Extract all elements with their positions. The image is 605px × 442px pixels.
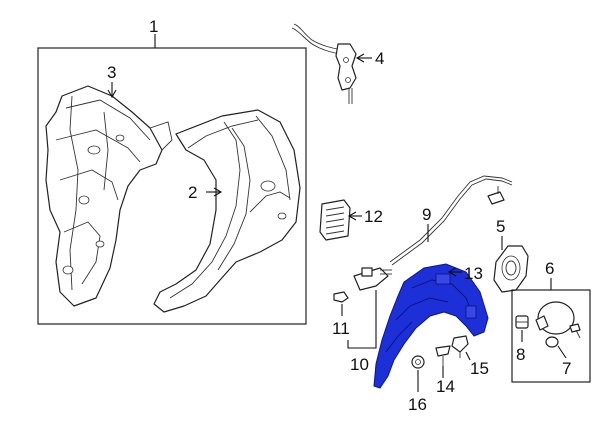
fuel-filler-housing[interactable] <box>493 245 529 293</box>
wheelhouse-liner-fill[interactable] <box>373 263 489 389</box>
callout-7[interactable]: 7 <box>562 359 571 378</box>
callout-2[interactable]: 2 <box>188 183 197 202</box>
leader-15 <box>465 351 471 361</box>
callout-10[interactable]: 10 <box>350 355 369 374</box>
fuel-door-pin[interactable] <box>545 336 559 348</box>
assembly-box-1 <box>37 47 307 325</box>
callout-11[interactable]: 11 <box>332 319 350 338</box>
fuel-door[interactable] <box>535 301 575 335</box>
leader-10 <box>347 290 377 349</box>
leader-7 <box>557 345 567 359</box>
leader-4-arrow <box>355 53 365 63</box>
callout-8[interactable]: 8 <box>516 345 525 364</box>
callout-4[interactable]: 4 <box>375 49 384 68</box>
liner-screw[interactable] <box>435 345 451 366</box>
callout-5[interactable]: 5 <box>496 217 505 236</box>
callout-14[interactable]: 14 <box>436 377 455 396</box>
fuel-door-actuator[interactable] <box>353 267 392 291</box>
vent-grille[interactable] <box>319 199 351 241</box>
outer-quarter-panel[interactable] <box>153 109 301 313</box>
callout-15[interactable]: 15 <box>470 359 489 378</box>
callout-12[interactable]: 12 <box>364 207 383 226</box>
fuel-door-release-bracket[interactable] <box>291 23 357 104</box>
fuel-door-spring[interactable] <box>515 315 529 329</box>
leader-12-arrow <box>347 211 357 221</box>
callout-16[interactable]: 16 <box>408 395 427 414</box>
callout-6[interactable]: 6 <box>545 259 554 278</box>
leader-13-arrow <box>447 267 457 277</box>
fuel-door-hinge-screw[interactable] <box>569 323 581 339</box>
leader-3-arrow <box>107 89 117 99</box>
callout-3[interactable]: 3 <box>107 63 116 82</box>
callout-9[interactable]: 9 <box>422 205 431 224</box>
inner-quarter-panel[interactable] <box>45 85 173 307</box>
fuel-door-bumper[interactable] <box>333 291 349 303</box>
leader-2-arrow <box>213 187 223 197</box>
callout-1[interactable]: 1 <box>149 17 158 36</box>
liner-nut[interactable] <box>411 355 425 369</box>
liner-clip[interactable] <box>451 335 469 358</box>
callout-13[interactable]: 13 <box>464 264 483 283</box>
fuel-door-cable[interactable] <box>389 175 513 266</box>
wheelhouse-liner[interactable] <box>373 263 489 389</box>
